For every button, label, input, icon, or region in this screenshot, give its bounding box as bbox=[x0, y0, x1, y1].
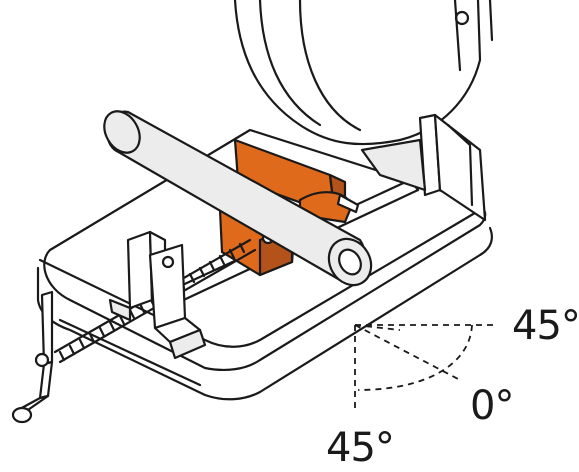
fence-vise-icon bbox=[108, 230, 207, 360]
angle-label-45-bottom: 45° bbox=[326, 425, 395, 471]
hand-crank-icon bbox=[11, 290, 54, 424]
angle-label-0: 0° bbox=[470, 383, 514, 429]
angle-indicator bbox=[354, 324, 495, 412]
fixed-jaw bbox=[360, 113, 487, 222]
angle-line-diagonal bbox=[354, 324, 461, 381]
blade-guard bbox=[233, 0, 494, 146]
pipe-workpiece-icon bbox=[103, 110, 373, 287]
angle-label-45-right: 45° bbox=[512, 303, 579, 349]
angle-arc-upper bbox=[354, 324, 401, 331]
angle-arc bbox=[357, 324, 473, 391]
